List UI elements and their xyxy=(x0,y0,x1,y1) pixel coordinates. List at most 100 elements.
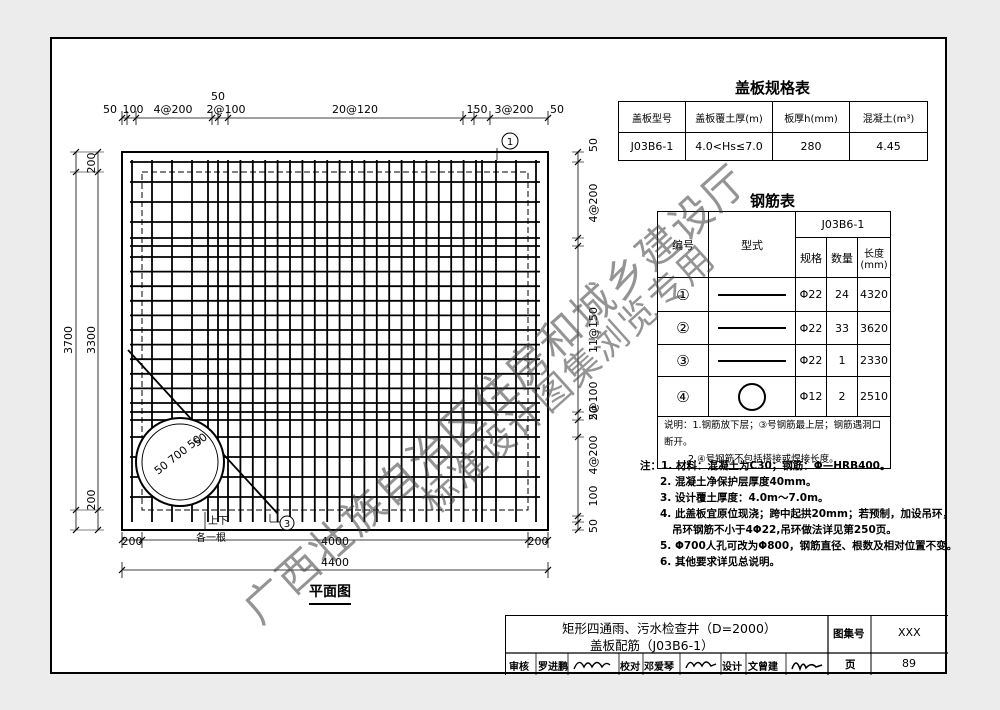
bottom-dim-right: 200 xyxy=(528,535,549,548)
dim-tick-slash xyxy=(574,158,582,166)
dim-tick-slash xyxy=(118,114,126,122)
dim-tick-slash xyxy=(574,518,582,526)
dim-tick-slash xyxy=(94,526,102,534)
dim-tick-slash xyxy=(132,114,140,122)
right-dim-text: 4@200 xyxy=(587,184,600,223)
spec-table: 盖板型号 盖板覆土厚(m) 板厚h(mm) 混凝土(m³) J03B6-1 4.… xyxy=(618,101,928,161)
dim-tick-slash xyxy=(574,148,582,156)
dim-tick-slash xyxy=(138,536,146,544)
rebar-remark-2: 2.④号钢筋不包括搭接或焊接长度。 xyxy=(688,454,839,465)
dim-tick-slash xyxy=(214,114,222,122)
top-dim-text: 4@200 xyxy=(154,103,193,116)
slab-outline xyxy=(121,151,549,531)
manhole-opening xyxy=(135,417,225,507)
designer-name: 文曾建 xyxy=(748,662,778,673)
dim-tick-slash xyxy=(574,234,582,242)
top-dim-text: 100 xyxy=(123,103,144,116)
rebar-table: 编号 型式 J03B6-1 规格 数量 长度(mm) ① Φ22 24 4320… xyxy=(657,211,891,469)
rebar-no: ③ xyxy=(657,344,709,377)
note-1: 注：1. 材料：混凝土为C30；钢筋：Φ—HRB400。 xyxy=(640,460,891,472)
dim-tick-slash xyxy=(118,566,126,574)
dim-tick-slash xyxy=(574,242,582,250)
rebar-no: ② xyxy=(657,311,709,345)
dim-tick-slash xyxy=(544,536,552,544)
spec-table-title: 盖板规格表 xyxy=(735,79,811,97)
right-dim-text: 100 xyxy=(587,486,600,507)
rebar-qty: 24 xyxy=(826,277,858,312)
dim-tick-slash xyxy=(459,114,467,122)
bar-mark-1: 1 xyxy=(507,137,513,148)
rebar-no: ④ xyxy=(657,376,709,417)
dim-tick-slash xyxy=(544,566,552,574)
rebar-spec: Φ12 xyxy=(795,376,827,417)
rebar-no: ① xyxy=(657,277,709,312)
dim-tick-slash xyxy=(72,506,80,514)
checker-name: 邓爱琴 xyxy=(644,662,674,673)
leader-text-1: 上下 xyxy=(208,515,228,527)
rebar-shape-straight xyxy=(708,277,796,312)
bottom-dim-left: 200 xyxy=(122,535,143,548)
rebar-qty: 33 xyxy=(826,311,858,345)
right-dim-text: 50 xyxy=(587,519,600,533)
designer-label: 设计 xyxy=(722,662,742,673)
rebar-len: 4320 xyxy=(857,277,891,312)
dim-tick-slash xyxy=(94,168,102,176)
top-dim-text: 50 xyxy=(550,103,564,116)
bottom-total-text: 4400 xyxy=(321,556,349,569)
left-dim-top: 200 xyxy=(85,153,98,174)
dim-tick-slash xyxy=(574,512,582,520)
dim-tick-slash xyxy=(94,506,102,514)
right-dim-text: 50 xyxy=(587,406,600,420)
spec-header: 盖板覆土厚(m) xyxy=(685,101,773,133)
spec-cell: 4.0<Hs≤7.0 xyxy=(685,132,773,161)
dim-tick-slash xyxy=(524,536,532,544)
dim-tick-slash xyxy=(72,526,80,534)
bar-mark-3: 3 xyxy=(284,519,290,530)
cover-line xyxy=(141,171,529,511)
rebar-len: 2330 xyxy=(857,344,891,377)
top-dim-text: 150 xyxy=(467,103,488,116)
page-value: 89 xyxy=(902,657,916,670)
spec-cell: 4.45 xyxy=(849,132,928,161)
reviewer-label: 审核 xyxy=(509,662,529,673)
top-dim-text: 20@120 xyxy=(332,103,378,116)
dim-tick-slash xyxy=(470,114,478,122)
rebar-shape-ring xyxy=(708,376,796,417)
note-2: 2. 混凝土净保护层厚度40mm。 xyxy=(660,476,817,488)
rebar-header-qty: 数量 xyxy=(826,237,858,278)
dim-tick-slash xyxy=(486,114,494,122)
note-4: 4. 此盖板宜原位现浇；跨中起拱20mm；若预制，加设吊环， xyxy=(660,508,953,520)
right-dim-text: 2@100 xyxy=(587,382,600,421)
rebar-shape-straight xyxy=(708,344,796,377)
bar-mark-1-circle xyxy=(501,132,519,150)
drawing-title-1: 矩形四通雨、污水检查井（D=2000） xyxy=(562,621,777,636)
rebar-table-title: 钢筋表 xyxy=(750,192,796,210)
top-dim-text: 3@200 xyxy=(495,103,534,116)
left-dim-bottom: 200 xyxy=(85,490,98,511)
bottom-dim-mid: 4000 xyxy=(321,535,349,548)
dim-tick-slash xyxy=(72,168,80,176)
atlas-label: 图集号 xyxy=(833,628,865,640)
dim-tick-slash xyxy=(224,114,232,122)
dim-tick-slash xyxy=(544,114,552,122)
page-label: 页 xyxy=(845,659,856,671)
dim-tick-slash xyxy=(72,148,80,156)
dim-tick-slash xyxy=(123,114,131,122)
note-5: 5. Φ700人孔可改为Φ800，钢筋直径、根数及相对位置不变。 xyxy=(660,540,958,552)
dim-tick-slash xyxy=(574,416,582,424)
note-3: 3. 设计覆土厚度：4.0m～7.0m。 xyxy=(660,492,829,504)
rebar-shape-straight xyxy=(708,311,796,345)
note-4-cont: 吊环钢筋不小于4Φ22,吊环做法详见第250页。 xyxy=(672,524,897,536)
checker-label: 校对 xyxy=(620,662,640,673)
dim-tick-slash xyxy=(574,433,582,441)
spec-cell: 280 xyxy=(772,132,850,161)
dim-tick-slash xyxy=(208,114,216,122)
dim-tick-slash xyxy=(118,536,126,544)
rebar-qty: 1 xyxy=(826,344,858,377)
reviewer-name: 罗进鹏 xyxy=(538,662,568,673)
rebar-spec: Φ22 xyxy=(795,311,827,345)
right-dim-text: 50 xyxy=(587,138,600,152)
leader-text-2: 各一根 xyxy=(196,531,226,544)
dim-tick-slash xyxy=(94,148,102,156)
